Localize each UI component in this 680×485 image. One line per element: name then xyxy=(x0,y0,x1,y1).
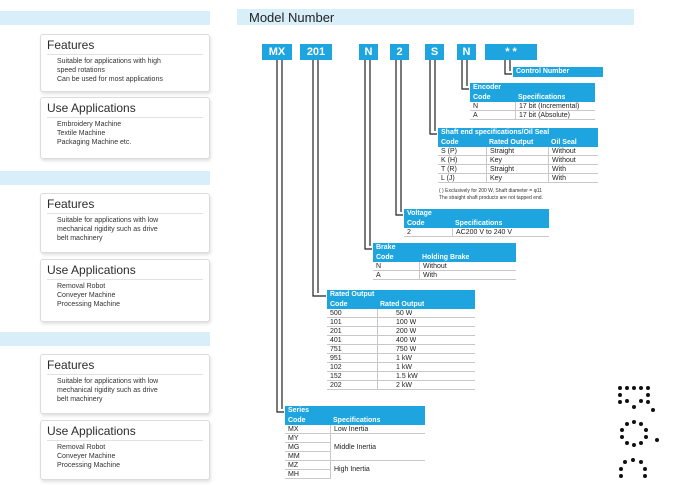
code-box-control: * * xyxy=(485,44,537,60)
table-row: MZ xyxy=(285,461,330,470)
features-title: Features xyxy=(47,38,203,55)
left-band-1 xyxy=(0,11,210,25)
series-spec-middle: Middle Inertia xyxy=(331,434,425,461)
features-card-3: Features Suitable for applications with … xyxy=(40,354,210,414)
features-card-2: Features Suitable for applications with … xyxy=(40,193,210,253)
use-applications-text: Removal Robot Conveyer Machine Processin… xyxy=(57,444,121,469)
model-number-band xyxy=(237,9,634,25)
encoder-header-spec: Specifications xyxy=(518,94,566,101)
code-box-brake: N xyxy=(359,44,378,60)
use-applications-card-1: Use Applications Embroidery Machine Text… xyxy=(40,97,210,159)
encoder-title: Encoder xyxy=(470,83,595,93)
voltage-title: Voltage xyxy=(404,209,549,219)
features-title: Features xyxy=(47,197,203,214)
code-box-rated-output: 201 xyxy=(300,44,332,60)
shaft-title: Shaft end specifications/Oil Seal xyxy=(438,128,598,138)
use-applications-title: Use Applications xyxy=(47,263,203,280)
table-row: MH xyxy=(285,470,330,479)
use-applications-card-3: Use Applications Removal Robot Conveyer … xyxy=(40,420,210,480)
shaft-note-1: ( ) Exclusively for 200 W, Shaft diamete… xyxy=(439,188,543,194)
code-box-shaft: S xyxy=(425,44,444,60)
code-box-encoder: N xyxy=(457,44,476,60)
dotted-lettering-logo xyxy=(618,386,659,478)
features-text: Suitable for applications with low mecha… xyxy=(57,217,159,242)
use-applications-text: Embroidery Machine Textile Machine Packa… xyxy=(57,121,132,146)
use-applications-title: Use Applications xyxy=(47,101,203,118)
code-box-voltage: 2 xyxy=(390,44,409,60)
features-text: Suitable for applications with low mecha… xyxy=(57,378,159,403)
control-number-title: Control Number xyxy=(513,67,603,77)
table-row: MY xyxy=(285,434,330,443)
brake-title: Brake xyxy=(373,243,516,253)
left-band-2 xyxy=(0,171,210,185)
series-spec-low: Low Inertia xyxy=(331,425,425,434)
features-title: Features xyxy=(47,358,203,375)
control-number-table: Control Number xyxy=(513,67,603,77)
features-card-1: Features Suitable for applications with … xyxy=(40,34,210,92)
table-row: MG xyxy=(285,443,330,452)
encoder-header-code: Code xyxy=(473,94,491,101)
table-row: MM xyxy=(285,452,330,461)
use-applications-text: Removal Robot Conveyer Machine Processin… xyxy=(57,283,121,308)
rated-output-title: Rated Output xyxy=(327,290,475,300)
use-applications-title: Use Applications xyxy=(47,424,203,441)
series-title: Series xyxy=(285,406,425,416)
model-number-title: Model Number xyxy=(249,10,335,25)
series-spec-high: High Inertia xyxy=(334,466,370,473)
features-text: Suitable for applications with high spee… xyxy=(57,58,163,83)
use-applications-card-2: Use Applications Removal Robot Conveyer … xyxy=(40,259,210,322)
shaft-note-2: The straight shaft products are not tapp… xyxy=(439,195,543,201)
left-band-3 xyxy=(0,332,210,346)
table-row: MX xyxy=(285,425,330,434)
code-box-series: MX xyxy=(262,44,292,60)
